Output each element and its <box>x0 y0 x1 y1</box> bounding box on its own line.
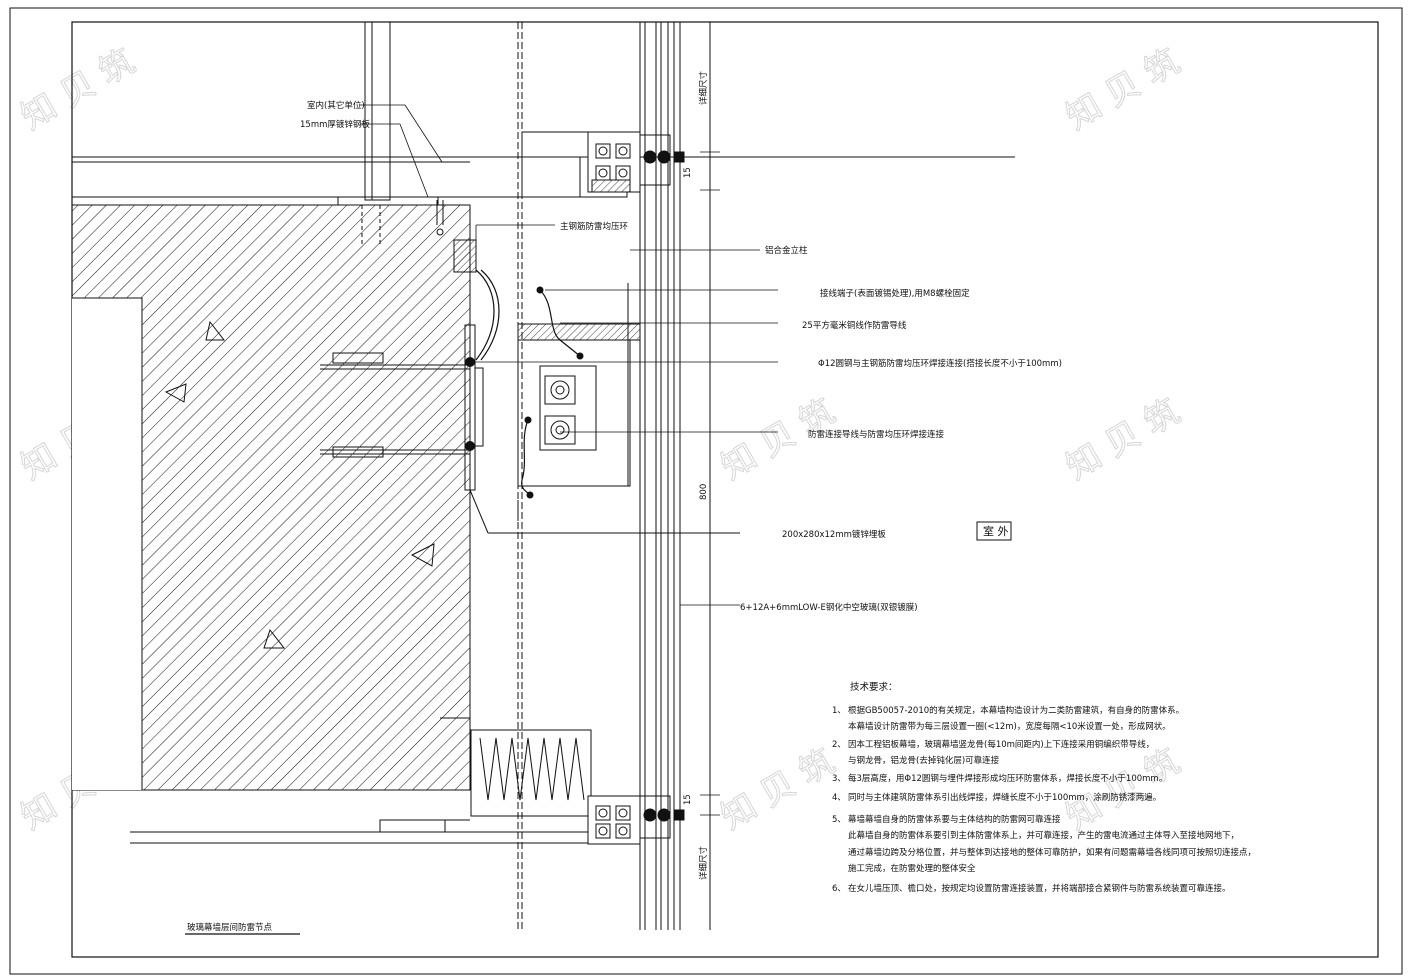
leader-lines <box>360 104 778 606</box>
note-number: 3、 <box>832 774 846 784</box>
floor-slab <box>72 21 1015 245</box>
dimension-lines <box>700 151 720 816</box>
label-wire-weld: 防雷连接导线与防雷均压环焊接连接 <box>808 429 945 440</box>
sheet-border-outer <box>9 7 1403 975</box>
note-number: 5、 <box>832 815 846 825</box>
note-line: 施工完成，在防雷处理的整体安全 <box>848 863 976 874</box>
label-embed-plate: 200x280x12mm镀锌埋板 <box>782 529 886 540</box>
label-terminal: 接线端子(表面镀锡处理),用M8螺栓固定 <box>820 288 970 299</box>
note-line: 在女儿墙压顶、檐口处，按规定均设置防雷连接装置，并将端部接合紧钢件与防雷系统装置… <box>848 883 1231 894</box>
note-line: 幕墙幕墙自身的防雷体系要与主体结构的防雷网可靠连接 <box>848 814 1061 825</box>
note-line: 因本工程铝板幕墙，玻璃幕墙竖龙骨(每10m间距内)上下连接采用铜编织带导线， <box>848 739 1154 750</box>
label-copper-wire: 25平方毫米铜线作防雷导线 <box>802 320 907 331</box>
note-line: 每3层高度，用Φ12圆钢与埋件焊接形成均压环防雷体系，焊接长度不小于100mm。 <box>848 773 1167 784</box>
bottom-mullion-node <box>440 717 685 845</box>
label-steel-plate: 15mm厚镀锌钢板 <box>300 119 370 130</box>
drawing-title: 玻璃幕墙层间防雷节点 <box>187 922 273 933</box>
watermark: 知 贝 筑 <box>1060 391 1187 487</box>
note-line: 根据GB50057-2010的有关规定，本幕墙构造设计为二类防雷建筑，有自身的防… <box>848 705 1184 716</box>
note-line: 同时与主体建筑防雷体系引出线焊接，焊缝长度不小于100mm，涂刷防锈漆两遍。 <box>848 792 1161 803</box>
steel-bracket <box>517 283 641 530</box>
label-round-steel: Φ12圆钢与主钢筋防雷均压环焊接连接(搭接长度不小于100mm) <box>818 358 1062 369</box>
lower-floor-slab <box>130 819 595 844</box>
watermark: 知 贝 筑 <box>715 741 842 837</box>
note-line: 本幕墙设计防雷带为每三层设置一圈(<12m)，宽度每隔<10米设置一处，形成网状… <box>848 721 1171 732</box>
watermark: 知 贝 筑 <box>15 41 142 137</box>
note-number: 1、 <box>832 706 846 716</box>
watermark: 知 贝 筑 <box>1060 741 1187 837</box>
label-lightning-ring: 主钢筋防雷均压环 <box>560 221 629 232</box>
dimension-height: 800 <box>699 484 709 500</box>
dimension-15-bottom: 15 <box>683 794 693 805</box>
note-line: 与钢龙骨，铝龙骨(去掉钝化层)可靠连接 <box>848 755 1000 766</box>
embedded-plate <box>320 324 740 534</box>
note-number: 4、 <box>832 793 846 803</box>
top-mullion-node <box>521 131 685 198</box>
concrete-beam <box>71 204 471 791</box>
label-indoor-finish: 室内(其它单位) <box>307 100 365 111</box>
note-number: 2、 <box>832 740 846 750</box>
label-outdoor: 室 外 <box>983 524 1009 538</box>
watermark: 知 贝 筑 <box>1060 41 1187 137</box>
dimension-top: 详细尺寸 <box>698 70 709 105</box>
note-line: 通过幕墙边跨及分格位置，并与整体到达接地的整体可靠防护，如果有问题需幕墙各线同项… <box>848 847 1256 858</box>
lightning-ring <box>436 200 500 451</box>
dimension-15-top: 15 <box>683 167 693 178</box>
note-line: 此幕墙自身的防雷体系要引到主体防雷体系上，并可靠连接，产生的雷电流通过主体导入至… <box>848 830 1239 841</box>
outdoor-tag-box <box>976 521 1012 541</box>
technical-notes: 技术要求： 1、 根据GB50057-2010的有关规定，本幕墙构造设计为二类防… <box>832 681 1256 894</box>
notes-heading: 技术要求： <box>850 681 898 693</box>
label-aluminum-profile: 铝合金立柱 <box>765 245 808 256</box>
dimension-bottom: 详细尺寸 <box>698 845 709 880</box>
label-glass: 6+12A+6mmLOW-E钢化中空玻璃(双银镀膜) <box>740 602 918 613</box>
note-number: 6、 <box>832 884 846 894</box>
